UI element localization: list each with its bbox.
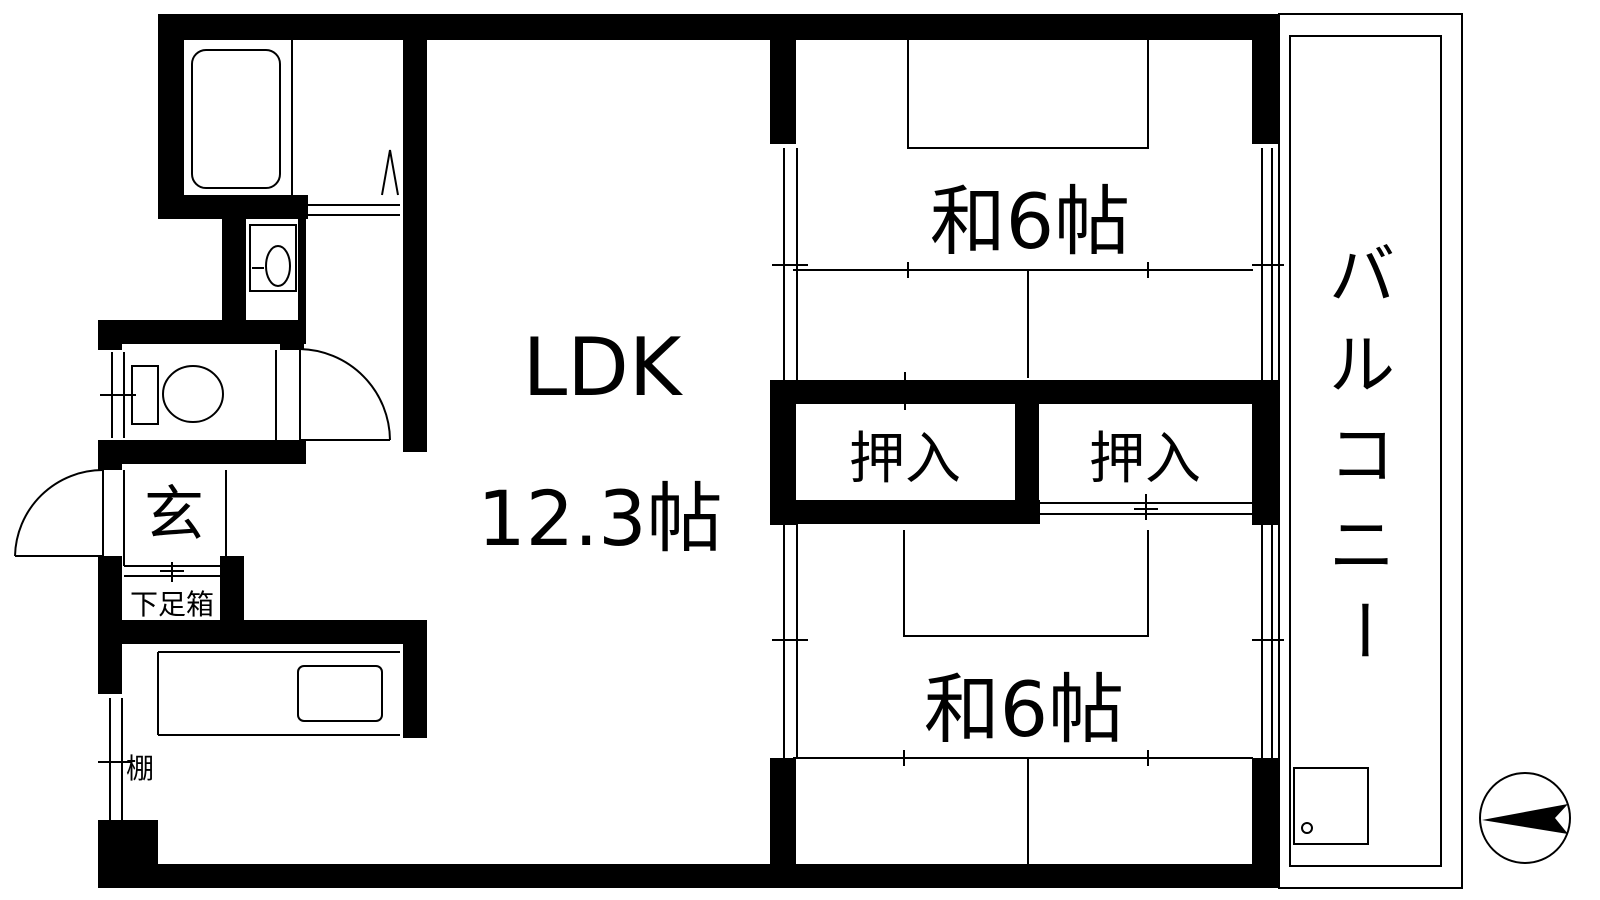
balcony-inner-line — [1289, 35, 1442, 867]
ldk-size-label: 12.3帖 — [477, 474, 722, 563]
toilet-tank — [131, 365, 159, 425]
walls — [98, 14, 1278, 888]
bathtub — [191, 49, 281, 189]
oshiire-right-label: 押入 — [1089, 427, 1201, 492]
balcony-char: コ — [1329, 417, 1395, 494]
washitsu-upper-label: 和6帖 — [930, 177, 1130, 266]
balcony-outer-line — [1278, 13, 1463, 889]
entrance-door-swing — [14, 469, 104, 557]
washitsu-lower-label: 和6帖 — [924, 665, 1124, 754]
ldk-label: LDK — [523, 321, 684, 414]
genkan-label: 玄 — [144, 480, 204, 550]
outdoor-unit — [1293, 767, 1369, 845]
balcony-char: ル — [1329, 327, 1395, 404]
oshiire-left-label: 押入 — [849, 427, 961, 492]
kitchen-sink — [297, 665, 383, 722]
balcony-label: バ ル コ ニ ー — [1324, 237, 1401, 663]
balcony-char: ニ — [1329, 507, 1395, 584]
north-arrow-icon — [1482, 804, 1568, 834]
toilet-bowl — [162, 365, 224, 423]
getabako-label: 下足箱 — [130, 588, 214, 621]
tana-label: 棚 — [126, 752, 154, 785]
toilet-door-swing — [299, 348, 391, 441]
washbasin — [249, 224, 297, 292]
balcony-char: バ — [1329, 237, 1395, 314]
balcony-char: ー — [1324, 597, 1401, 663]
compass-circle — [1479, 772, 1571, 864]
